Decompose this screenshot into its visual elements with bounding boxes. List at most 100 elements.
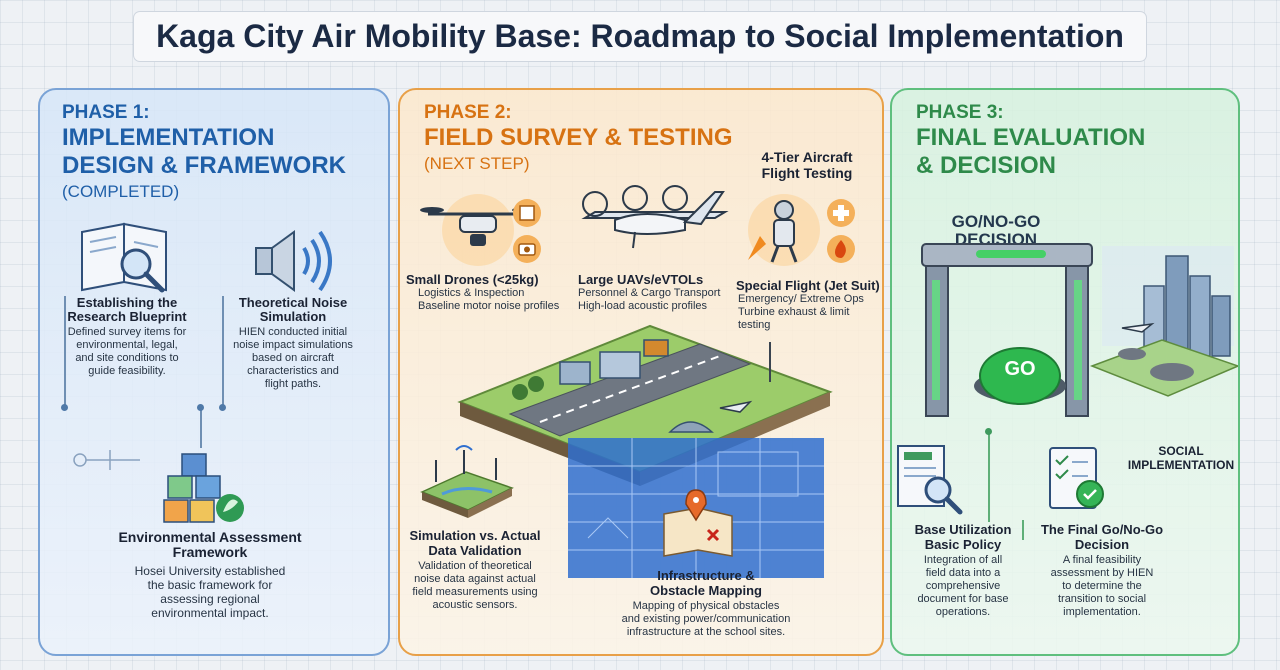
phase-3-panel: PHASE 3: FINAL EVALUATION & DECISION GO/…	[890, 88, 1240, 656]
decision-gate-illustration	[921, 243, 1093, 417]
validation-desc-2: noise data against actual	[414, 573, 536, 585]
env-framework-title-line2: Framework	[172, 544, 248, 560]
package-icon	[513, 199, 541, 227]
uav-title: Large UAVs/eVTOLs	[578, 272, 704, 287]
city-skyline-illustration	[1089, 246, 1238, 397]
policy-desc-2: field data into a	[925, 567, 1001, 579]
connector-line	[222, 296, 224, 406]
env-framework-desc-3: assessing regional	[160, 592, 260, 606]
policy-desc-4: document for base	[917, 593, 1009, 605]
noise-sim-desc-3: based on aircraft	[252, 352, 334, 364]
final-decision-title-line2: Decision	[1074, 537, 1130, 552]
connector-line	[64, 296, 66, 406]
blueprint-desc-3: and site conditions to	[75, 352, 179, 364]
policy-desc-1: Integration of all	[923, 554, 1003, 566]
speaker-icon	[255, 230, 332, 292]
go-button-illustration	[974, 347, 1066, 405]
env-framework-title-line1: Environmental Assessment	[118, 529, 302, 545]
policy-desc-3: comprehensive	[925, 580, 1001, 592]
validation-desc-1: Validation of theoretical	[418, 560, 532, 572]
connector-dot	[985, 428, 992, 435]
book-magnifier-icon	[81, 222, 167, 293]
medical-icon	[827, 199, 855, 227]
jet-suit-icon	[748, 194, 820, 266]
fire-icon	[827, 235, 855, 263]
document-magnifier-icon	[897, 445, 963, 515]
noise-sim-desc-5: flight paths.	[264, 378, 322, 390]
drones-desc-2: Baseline motor noise profiles	[418, 300, 560, 312]
jetsuit-title: Special Flight (Jet Suit)	[736, 278, 880, 293]
circuit-decoration-icon	[73, 450, 140, 470]
final-decision-desc-2: assessment by HIEN	[1050, 567, 1154, 579]
validation-title-line1: Simulation vs. Actual	[409, 528, 541, 543]
camera-icon	[513, 235, 541, 263]
final-decision-desc-4: transition to social	[1057, 593, 1147, 605]
validation-desc-4: acoustic sensors.	[432, 599, 518, 611]
blueprint-desc-4: guide feasibility.	[88, 365, 166, 377]
phase-2-panel: PHASE 2: FIELD SURVEY & TESTING (NEXT ST…	[398, 88, 884, 656]
validation-title-line2: Data Validation	[428, 543, 522, 558]
drones-desc-1: Logistics & Inspection	[418, 287, 525, 299]
mapping-title-line2: Obstacle Mapping	[650, 583, 762, 598]
phase-3-heading-line1: FINAL EVALUATION	[916, 124, 1146, 151]
tier-title-line2: Flight Testing	[761, 165, 853, 181]
final-decision-title-line1: The Final Go/No-Go	[1040, 522, 1164, 537]
phase-3-heading-line2: & DECISION	[916, 152, 1057, 179]
title-bar: Kaga City Air Mobility Base: Roadmap to …	[0, 8, 1280, 64]
acoustic-sensor-icon	[420, 445, 514, 518]
env-framework-desc-1: Hosei University established	[134, 564, 286, 578]
policy-title-line1: Base Utilization	[914, 522, 1012, 537]
blueprint-map-illustration	[568, 438, 824, 578]
phase-1-heading-line2: DESIGN & FRAMEWORK	[62, 152, 346, 179]
phase-2-label: PHASE 2:	[424, 102, 512, 123]
connector-line	[200, 408, 202, 448]
env-framework-desc-2: the basic framework for	[147, 578, 273, 592]
blueprint-title-line1: Establishing the	[76, 295, 178, 310]
mapping-desc-3: infrastructure at the school sites.	[626, 626, 786, 638]
gate-label-line1: GO/NO-GO	[951, 212, 1041, 231]
policy-desc-5: operations.	[935, 606, 991, 618]
mapping-desc-1: Mapping of physical obstacles	[632, 600, 780, 612]
final-decision-desc-1: A final feasibility	[1062, 554, 1142, 566]
noise-sim-desc-1: HIEN conducted initial	[238, 326, 348, 338]
evtol-aircraft-icon	[581, 185, 729, 249]
blueprint-desc-1: Defined survey items for	[67, 326, 187, 338]
phase-1-status: (COMPLETED)	[62, 182, 180, 201]
social-label-line2: IMPLEMENTATION	[1127, 458, 1235, 472]
noise-sim-title-line1: Theoretical Noise	[238, 295, 348, 310]
phase-2-status: (NEXT STEP)	[424, 154, 530, 173]
connector-dot	[197, 404, 204, 411]
drone-icon	[420, 194, 536, 266]
phase-1-heading-line1: IMPLEMENTATION	[62, 124, 275, 151]
tier-title-line1: 4-Tier Aircraft	[761, 149, 853, 165]
final-decision-desc-5: implementation.	[1063, 606, 1141, 618]
policy-title-line2: Basic Policy	[924, 537, 1002, 552]
mapping-title-line1: Infrastructure &	[657, 568, 755, 583]
checklist-icon	[1049, 447, 1104, 509]
noise-sim-title-line2: Simulation	[259, 309, 327, 324]
connector-line	[988, 430, 990, 522]
uav-desc-1: Personnel & Cargo Transport	[578, 287, 721, 299]
social-label-line1: SOCIAL	[1158, 444, 1204, 458]
drones-title: Small Drones (<25kg)	[406, 272, 539, 287]
uav-desc-2: High-load acoustic profiles	[578, 300, 708, 312]
noise-sim-desc-2: noise impact simulations	[233, 339, 353, 351]
go-button-label: GO	[1004, 358, 1036, 380]
phase-1-label: PHASE 1:	[62, 102, 150, 123]
blueprint-desc-2: environmental, legal,	[76, 339, 178, 351]
jetsuit-desc-2: Turbine exhaust & limit	[738, 306, 850, 318]
env-framework-desc-4: environmental impact.	[151, 606, 269, 620]
mapping-desc-2: and existing power/communication	[621, 613, 791, 625]
noise-sim-desc-4: characteristics and	[247, 365, 339, 377]
phase-2-heading: FIELD SURVEY & TESTING	[424, 124, 733, 151]
connector-line	[1022, 520, 1024, 540]
phase-1-panel: PHASE 1: IMPLEMENTATION DESIGN & FRAMEWO…	[38, 88, 390, 656]
phase-3-label: PHASE 3:	[916, 102, 1004, 123]
final-decision-desc-3: to determine the	[1062, 580, 1142, 592]
cubes-leaf-icon	[163, 453, 244, 523]
page-title: Kaga City Air Mobility Base: Roadmap to …	[134, 11, 1146, 61]
jetsuit-desc-3: testing	[738, 319, 771, 331]
connector-dot	[219, 404, 226, 411]
connector-dot	[61, 404, 68, 411]
jetsuit-desc-1: Emergency/ Extreme Ops	[738, 293, 864, 305]
